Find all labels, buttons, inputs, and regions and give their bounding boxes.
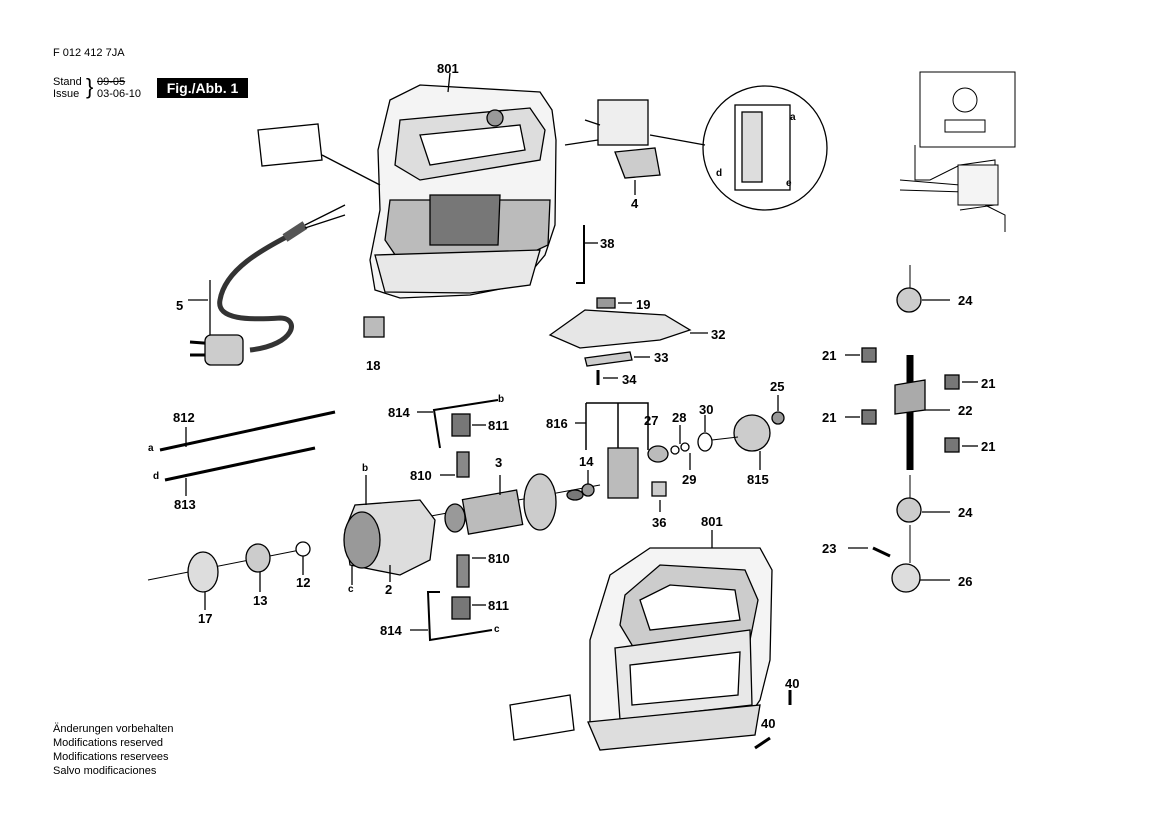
power-cord <box>188 204 346 366</box>
marker-d-switch: d <box>716 168 723 179</box>
stand-label: Stand <box>53 76 82 88</box>
housing-lower <box>587 530 792 751</box>
label-plate-lower <box>509 694 575 741</box>
part-816: 816 <box>546 416 568 431</box>
part-26: 26 <box>958 574 973 589</box>
part-815: 815 <box>747 472 769 487</box>
part-38: 38 <box>600 236 615 251</box>
issue-date: 03-06-10 <box>97 88 142 100</box>
rod-812 <box>159 410 336 452</box>
part-29: 29 <box>682 472 697 487</box>
part-24-upper: 24 <box>958 293 973 308</box>
pin-38 <box>576 225 585 284</box>
doc-number: F 012 412 7JA <box>53 47 125 59</box>
marker-c-holder: c <box>494 624 500 635</box>
part-801-upper: 801 <box>437 61 459 76</box>
part-3: 3 <box>495 455 503 470</box>
marker-b-holder: b <box>498 394 505 405</box>
part-40-upper: 40 <box>785 676 800 691</box>
part-25: 25 <box>770 379 785 394</box>
part-2: 2 <box>385 582 393 597</box>
part-12 <box>295 541 311 557</box>
marker-b-stator: b <box>362 463 369 474</box>
note-en: Modifications reserved <box>53 737 164 749</box>
part-19: 19 <box>636 297 651 312</box>
part-30: 30 <box>699 402 714 417</box>
armature <box>419 473 601 535</box>
part-812: 812 <box>173 410 195 425</box>
part-17: 17 <box>198 611 213 626</box>
plunger-assembly <box>845 265 978 593</box>
part-813: 813 <box>174 497 196 512</box>
marker-c-stator: c <box>348 584 354 595</box>
part-21-c: 21 <box>822 410 837 425</box>
brush-811-upper <box>451 413 471 437</box>
ring-17 <box>187 551 219 593</box>
marker-e-switch: e <box>786 178 792 189</box>
brush-holder-814-upper <box>432 399 499 449</box>
brace: } <box>86 74 94 99</box>
part-810-lower: 810 <box>488 551 510 566</box>
marker-a-rod: a <box>148 443 154 454</box>
issue-label: Issue <box>53 88 80 100</box>
part-814-lower: 814 <box>380 623 402 638</box>
stand-date: 09-05 <box>97 76 126 88</box>
lever-assembly <box>548 297 708 385</box>
part-13: 13 <box>253 593 268 608</box>
part-22: 22 <box>958 403 973 418</box>
part-32: 32 <box>711 327 726 342</box>
brush-811-lower <box>451 596 471 620</box>
part-33: 33 <box>654 350 669 365</box>
label-plate-upper <box>257 123 323 167</box>
brush-holder-814-lower <box>426 591 493 642</box>
spring-810-lower <box>456 554 470 588</box>
field-stator <box>343 475 436 585</box>
marker-a-switch: a <box>790 112 796 123</box>
note-fr: Modifications reservees <box>53 751 169 763</box>
part-36: 36 <box>652 515 667 530</box>
part-34: 34 <box>622 372 637 387</box>
bearing-13 <box>245 543 271 573</box>
part-23: 23 <box>822 541 837 556</box>
part-14: 14 <box>579 454 594 469</box>
spring-810-upper <box>456 451 470 478</box>
switch-assembly <box>564 85 828 211</box>
part-21-a: 21 <box>822 348 837 363</box>
marker-d-rod: d <box>153 471 160 482</box>
part-811-upper: 811 <box>488 418 509 433</box>
note-de: Änderungen vorbehalten <box>53 723 174 735</box>
part-21-b: 21 <box>981 376 996 391</box>
housing-upper <box>369 72 557 299</box>
gear-assembly <box>575 395 785 512</box>
part-4: 4 <box>631 196 639 211</box>
note-es: Salvo modificaciones <box>53 765 157 777</box>
part-18 <box>363 316 385 338</box>
part-810-upper: 810 <box>410 468 432 483</box>
part-40-lower: 40 <box>761 716 776 731</box>
part-18: 18 <box>366 358 381 373</box>
part-801-lower: 801 <box>701 514 723 529</box>
part-28: 28 <box>672 410 687 425</box>
part-27: 27 <box>644 413 659 428</box>
rod-813 <box>164 446 316 482</box>
circuit-diagram <box>899 71 1016 232</box>
part-21-d: 21 <box>981 439 996 454</box>
part-12: 12 <box>296 575 311 590</box>
part-5: 5 <box>176 298 184 313</box>
figure-label: Fig./Abb. 1 <box>157 78 248 98</box>
part-814-upper: 814 <box>388 405 410 420</box>
part-811-lower: 811 <box>488 598 509 613</box>
part-24-lower: 24 <box>958 505 973 520</box>
